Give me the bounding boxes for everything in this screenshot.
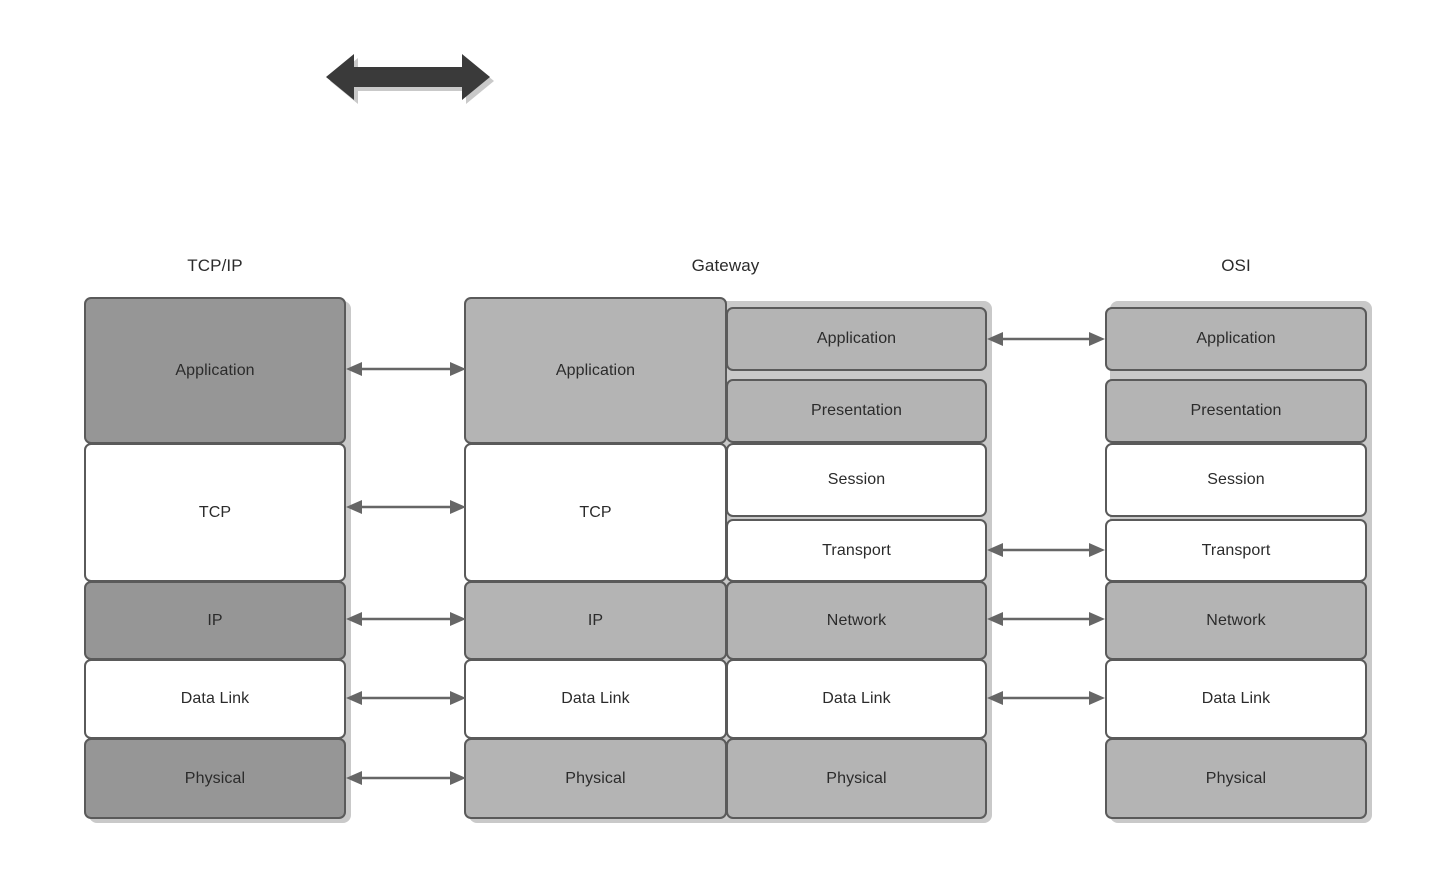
layer-box-gateway-tcp[interactable]: TCP xyxy=(464,443,727,582)
column-title-gateway: Gateway xyxy=(691,256,760,275)
connector-gateway-osi-network xyxy=(987,612,1105,626)
connector-tcpip-gateway-tcp xyxy=(346,500,466,514)
connector-gateway-osi-transport xyxy=(987,543,1105,557)
layer-box-gateway-osi-physical[interactable]: Physical xyxy=(726,738,987,819)
layer-box-gateway-physical[interactable]: Physical xyxy=(464,738,727,819)
layer-box-osi-application[interactable]: Application xyxy=(1105,307,1367,371)
layer-box-osi-network[interactable]: Network xyxy=(1105,581,1367,660)
connector-tcpip-gateway-physical xyxy=(346,771,466,785)
layer-box-tcpip-ip[interactable]: IP xyxy=(84,581,346,660)
connector-gateway-osi-application xyxy=(987,332,1105,346)
layer-box-gateway-osi-data-link[interactable]: Data Link xyxy=(726,659,987,739)
layer-box-gateway-osi-application[interactable]: Application xyxy=(726,307,987,371)
layer-box-gateway-osi-network[interactable]: Network xyxy=(726,581,987,660)
layer-box-gateway-application[interactable]: Application xyxy=(464,297,727,444)
double-headed-arrow-icon xyxy=(326,54,494,104)
layer-box-gateway-osi-transport[interactable]: Transport xyxy=(726,519,987,582)
layer-box-tcpip-tcp[interactable]: TCP xyxy=(84,443,346,582)
layer-box-tcpip-physical[interactable]: Physical xyxy=(84,738,346,819)
column-title-osi: OSI xyxy=(1221,256,1251,275)
layer-box-osi-presentation[interactable]: Presentation xyxy=(1105,379,1367,443)
layer-box-osi-physical[interactable]: Physical xyxy=(1105,738,1367,819)
connector-gateway-osi-data-link xyxy=(987,691,1105,705)
layer-box-gateway-data-link[interactable]: Data Link xyxy=(464,659,727,739)
column-title-tcpip: TCP/IP xyxy=(187,256,243,275)
layer-box-osi-transport[interactable]: Transport xyxy=(1105,519,1367,582)
layer-box-gateway-ip[interactable]: IP xyxy=(464,581,727,660)
layer-box-gateway-osi-session[interactable]: Session xyxy=(726,443,987,517)
layer-box-tcpip-data-link[interactable]: Data Link xyxy=(84,659,346,739)
connector-tcpip-gateway-application xyxy=(346,362,466,376)
connector-tcpip-gateway-data-link xyxy=(346,691,466,705)
connector-tcpip-gateway-ip xyxy=(346,612,466,626)
layer-box-tcpip-application[interactable]: Application xyxy=(84,297,346,444)
layer-box-gateway-osi-presentation[interactable]: Presentation xyxy=(726,379,987,443)
layer-box-osi-data-link[interactable]: Data Link xyxy=(1105,659,1367,739)
layer-box-osi-session[interactable]: Session xyxy=(1105,443,1367,517)
